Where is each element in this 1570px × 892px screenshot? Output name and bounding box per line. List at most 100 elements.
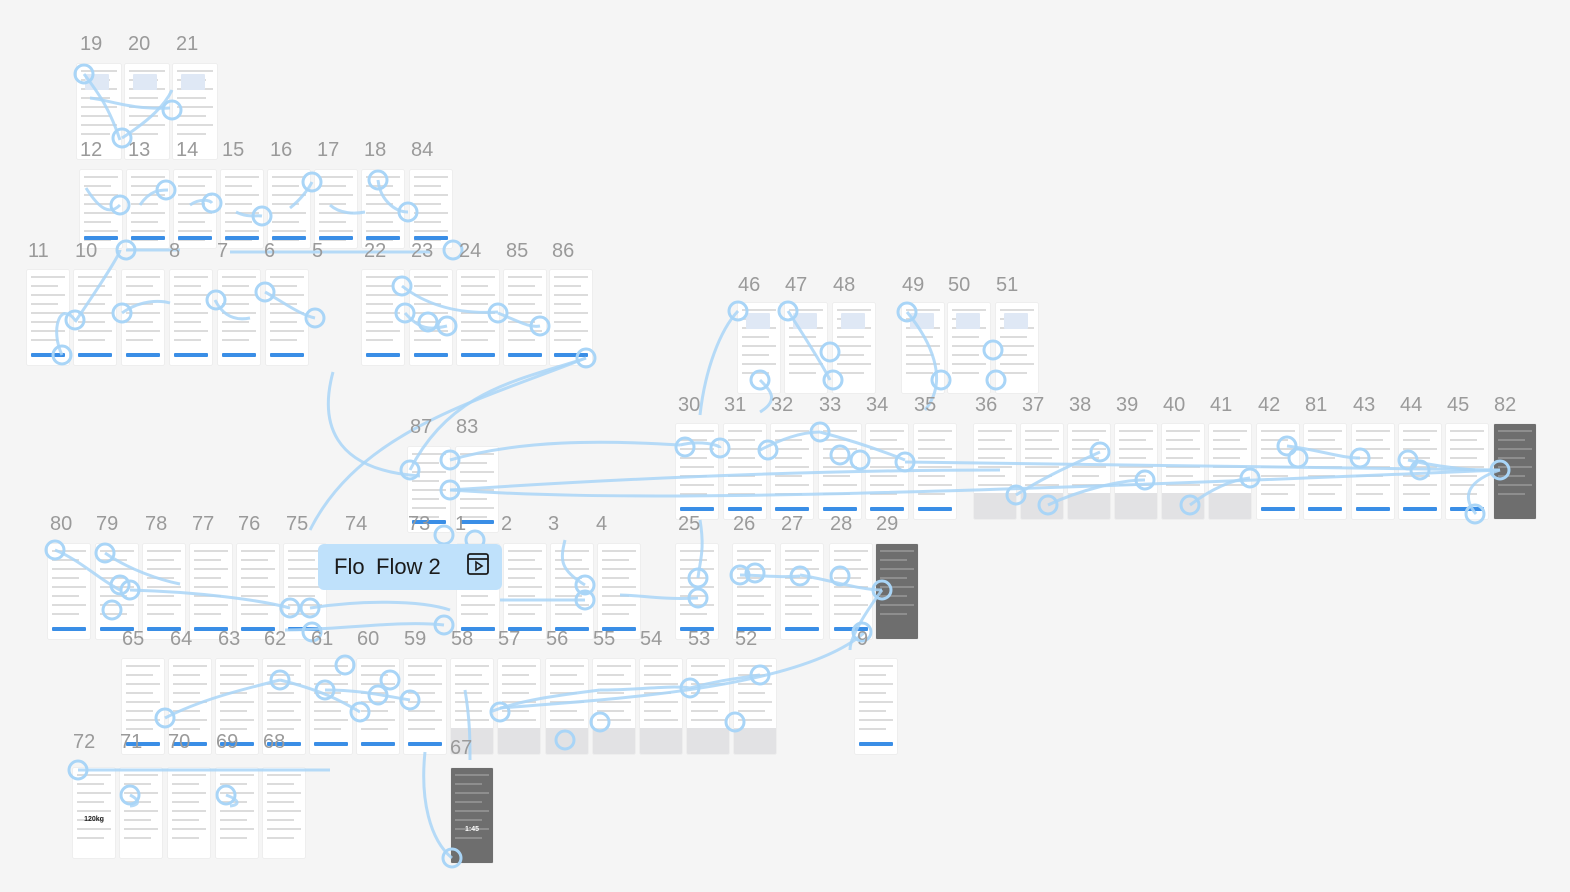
- connector-handle[interactable]: [215, 784, 237, 806]
- connector-handle[interactable]: [51, 344, 73, 366]
- screen-frame-31[interactable]: [724, 424, 766, 519]
- connector-handle[interactable]: [744, 562, 766, 584]
- connector-handle[interactable]: [399, 689, 421, 711]
- screen-frame-46[interactable]: [738, 303, 780, 393]
- connector-handle[interactable]: [301, 621, 323, 643]
- connector-handle[interactable]: [251, 205, 273, 227]
- connector-handle[interactable]: [574, 574, 596, 596]
- screen-frame-59[interactable]: [404, 659, 446, 754]
- connector-handle[interactable]: [729, 564, 751, 586]
- screen-frame-62[interactable]: [263, 659, 305, 754]
- screen-frame-2[interactable]: [504, 544, 546, 639]
- connector-handle[interactable]: [161, 99, 183, 121]
- connector-handle[interactable]: [982, 339, 1004, 361]
- connector-handle[interactable]: [391, 275, 413, 297]
- connector-handle[interactable]: [279, 597, 301, 619]
- connector-handle[interactable]: [433, 614, 455, 636]
- screen-frame-15[interactable]: [221, 170, 263, 248]
- connector-handle[interactable]: [67, 759, 89, 781]
- connector-handle[interactable]: [1464, 503, 1486, 525]
- connector-handle[interactable]: [679, 677, 701, 699]
- screen-frame-76[interactable]: [237, 544, 279, 639]
- connector-handle[interactable]: [397, 201, 419, 223]
- connector-handle[interactable]: [1276, 435, 1298, 457]
- connector-handle[interactable]: [439, 479, 461, 501]
- connector-handle[interactable]: [849, 449, 871, 471]
- connector-handle[interactable]: [394, 302, 416, 324]
- connector-handle[interactable]: [119, 579, 141, 601]
- connector-handle[interactable]: [433, 524, 455, 546]
- screen-frame-29[interactable]: [876, 544, 918, 639]
- screen-frame-72[interactable]: 120kg: [73, 768, 115, 858]
- connector-handle[interactable]: [94, 542, 116, 564]
- connector-handle[interactable]: [111, 302, 133, 324]
- screen-frame-41[interactable]: [1209, 424, 1251, 519]
- connector-handle[interactable]: [109, 194, 131, 216]
- connector-handle[interactable]: [1005, 484, 1027, 506]
- connector-handle[interactable]: [64, 309, 86, 331]
- screen-frame-53[interactable]: [687, 659, 729, 754]
- connector-handle[interactable]: [819, 341, 841, 363]
- connector-handle[interactable]: [1179, 494, 1201, 516]
- connector-handle[interactable]: [367, 684, 389, 706]
- connector-handle[interactable]: [205, 289, 227, 311]
- screen-frame-82[interactable]: [1494, 424, 1536, 519]
- screen-frame-44[interactable]: [1399, 424, 1441, 519]
- connector-handle[interactable]: [73, 63, 95, 85]
- connector-handle[interactable]: [489, 701, 511, 723]
- connector-handle[interactable]: [749, 664, 771, 686]
- screen-frame-26[interactable]: [733, 544, 775, 639]
- screen-frame-9[interactable]: [855, 659, 897, 754]
- connector-handle[interactable]: [1489, 459, 1511, 481]
- connector-handle[interactable]: [749, 369, 771, 391]
- connector-handle[interactable]: [1239, 467, 1261, 489]
- connector-handle[interactable]: [789, 565, 811, 587]
- screen-frame-81[interactable]: [1304, 424, 1346, 519]
- screen-frame-27[interactable]: [781, 544, 823, 639]
- screen-frame-71[interactable]: [120, 768, 162, 858]
- connector-handle[interactable]: [529, 315, 551, 337]
- screen-frame-60[interactable]: [357, 659, 399, 754]
- screen-frame-4[interactable]: [598, 544, 640, 639]
- play-flow-icon[interactable]: [466, 552, 490, 582]
- connector-handle[interactable]: [809, 421, 831, 443]
- connector-handle[interactable]: [777, 300, 799, 322]
- connector-handle[interactable]: [1089, 441, 1111, 463]
- connector-handle[interactable]: [101, 599, 123, 621]
- screen-frame-11[interactable]: [27, 270, 69, 365]
- connector-handle[interactable]: [367, 169, 389, 191]
- connector-handle[interactable]: [299, 597, 321, 619]
- connector-handle[interactable]: [119, 784, 141, 806]
- connector-handle[interactable]: [589, 711, 611, 733]
- connector-handle[interactable]: [574, 589, 596, 611]
- screen-frame-10[interactable]: [74, 270, 116, 365]
- connector-handle[interactable]: [709, 437, 731, 459]
- screen-frame-70[interactable]: [168, 768, 210, 858]
- connector-handle[interactable]: [724, 711, 746, 733]
- screen-frame-48[interactable]: [833, 303, 875, 393]
- screen-frame-14[interactable]: [174, 170, 216, 248]
- connector-handle[interactable]: [1409, 459, 1431, 481]
- connector-handle[interactable]: [1134, 469, 1156, 491]
- connector-handle[interactable]: [269, 669, 291, 691]
- connector-handle[interactable]: [399, 459, 421, 481]
- connector-handle[interactable]: [829, 565, 851, 587]
- connector-handle[interactable]: [1287, 447, 1309, 469]
- connector-handle[interactable]: [757, 439, 779, 461]
- connector-handle[interactable]: [314, 679, 336, 701]
- screen-frame-65[interactable]: [122, 659, 164, 754]
- connector-handle[interactable]: [155, 179, 177, 201]
- flow-start-button[interactable]: Flow 1 Flow 2: [318, 544, 502, 590]
- connector-handle[interactable]: [436, 315, 458, 337]
- connector-handle[interactable]: [111, 127, 133, 149]
- connector-handle[interactable]: [115, 239, 137, 261]
- connector-handle[interactable]: [254, 281, 276, 303]
- connector-handle[interactable]: [379, 669, 401, 691]
- connector-handle[interactable]: [575, 347, 597, 369]
- connector-handle[interactable]: [554, 729, 576, 751]
- connector-handle[interactable]: [201, 192, 223, 214]
- screen-frame-69[interactable]: [216, 768, 258, 858]
- connector-handle[interactable]: [871, 579, 893, 601]
- connector-handle[interactable]: [334, 654, 356, 676]
